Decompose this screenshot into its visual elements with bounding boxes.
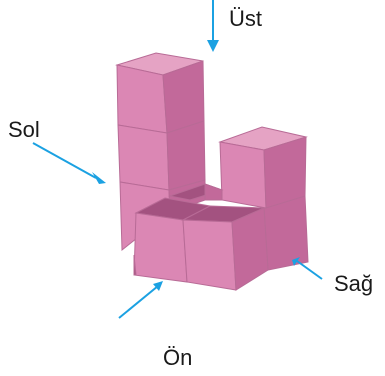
label-front: Ön xyxy=(163,345,192,370)
arrow-top xyxy=(207,0,219,52)
arrow-front xyxy=(118,281,163,319)
cube-front-right xyxy=(181,205,269,291)
cube-middle-back xyxy=(168,183,224,201)
label-top: Üst xyxy=(229,6,262,31)
cube-left-middle xyxy=(117,120,206,191)
arrow-right xyxy=(292,257,323,280)
label-left: Sol xyxy=(8,117,40,142)
label-right: Sağ xyxy=(334,271,373,296)
cube-structure xyxy=(115,52,309,291)
cube-left-top xyxy=(115,52,205,134)
arrow-left xyxy=(32,142,106,184)
cube-right-top xyxy=(218,126,308,209)
